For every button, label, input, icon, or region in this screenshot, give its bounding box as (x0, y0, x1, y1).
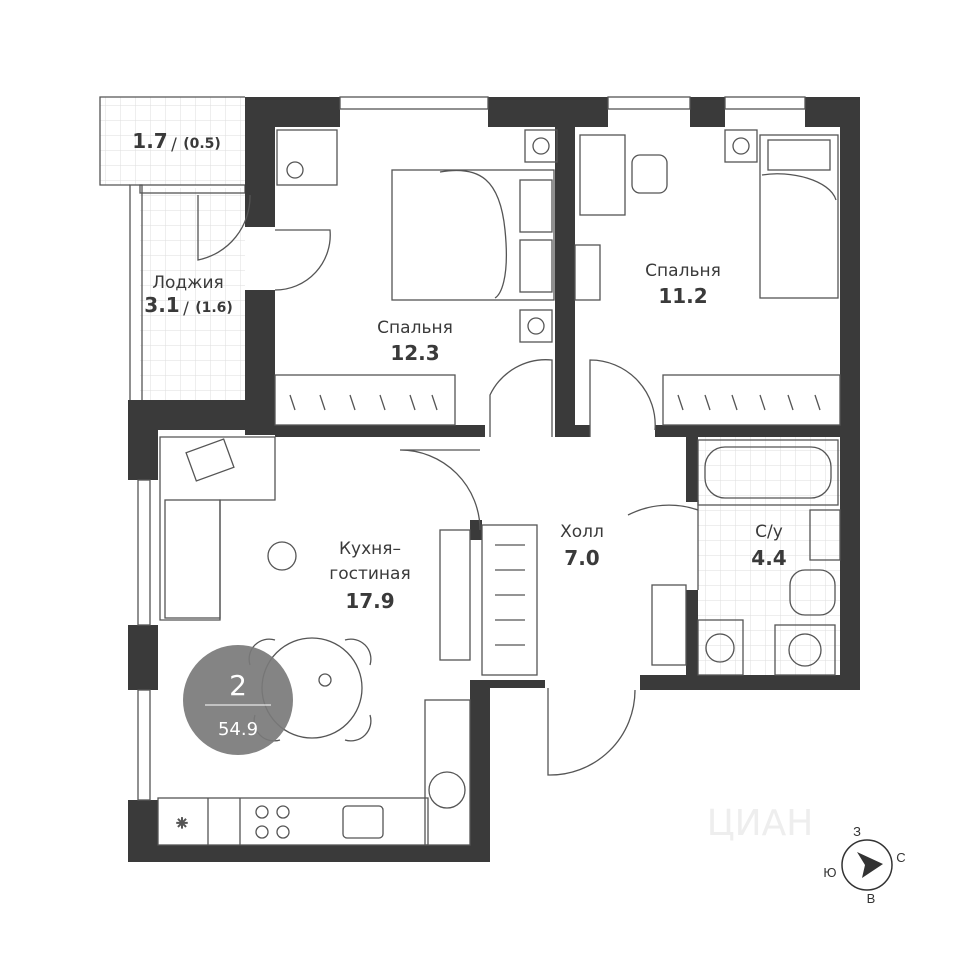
kitchen-living-label: Кухня– гостиная 17.9 (329, 539, 410, 613)
svg-text:3.1: 3.1 (144, 293, 179, 317)
room-count: 2 (229, 669, 247, 702)
svg-text:Холл: Холл (560, 522, 604, 542)
floor-lamp (267, 541, 297, 571)
svg-text:(1.6): (1.6) (195, 300, 233, 316)
svg-text:(0.5): (0.5) (183, 136, 221, 152)
total-area: 54.9 (218, 719, 258, 740)
doors (197, 194, 699, 776)
svg-text:С: С (896, 850, 905, 865)
svg-text:З: З (853, 824, 861, 839)
wardrobe-hall (439, 524, 538, 676)
bathroom-label: С/у 4.4 (751, 522, 786, 570)
single-bed (759, 134, 839, 299)
svg-text:17.9: 17.9 (345, 589, 394, 613)
svg-text:1.7: 1.7 (132, 129, 167, 153)
svg-text:В: В (867, 891, 876, 906)
svg-text:4.4: 4.4 (751, 546, 786, 570)
sofa (159, 436, 276, 621)
svg-text:Кухня–: Кухня– (339, 539, 401, 559)
desk (574, 134, 668, 301)
svg-text:Ю: Ю (823, 865, 836, 880)
balcony-label: 1.7 / (0.5) (132, 129, 221, 155)
sink-toilet (651, 509, 841, 676)
wardrobe-bedroom-2 (662, 374, 841, 426)
compass: З С Ю В (823, 824, 905, 906)
watermark: ЦИАН (707, 803, 814, 844)
svg-text:✳: ✳ (176, 816, 188, 832)
compass-arrow-icon (857, 852, 883, 878)
windows (137, 96, 806, 801)
loggia-label: Лоджия 3.1 / (1.6) (144, 273, 233, 319)
summary-badge: 2 54.9 (183, 645, 293, 755)
tiled-floors (100, 97, 840, 677)
svg-text:11.2: 11.2 (658, 284, 707, 308)
vanity (276, 129, 338, 186)
svg-text:Лоджия: Лоджия (152, 273, 224, 293)
svg-text:С/у: С/у (755, 522, 783, 542)
kitchen-counter: ✳ (157, 699, 471, 846)
bedroom-2-label: Спальня 11.2 (645, 261, 721, 308)
svg-text:/: / (171, 135, 177, 155)
svg-text:Спальня: Спальня (377, 318, 453, 338)
svg-text:12.3: 12.3 (390, 341, 439, 365)
wardrobe-bedroom-1 (274, 374, 456, 426)
svg-text:7.0: 7.0 (564, 546, 599, 570)
hall-label: Холл 7.0 (560, 522, 604, 570)
bathtub (697, 439, 839, 506)
svg-text:гостиная: гостиная (329, 564, 410, 584)
svg-text:/: / (183, 299, 189, 319)
double-bed (391, 169, 555, 301)
nightstands (519, 129, 758, 343)
svg-text:Спальня: Спальня (645, 261, 721, 281)
bedroom-1-label: Спальня 12.3 (377, 318, 453, 365)
